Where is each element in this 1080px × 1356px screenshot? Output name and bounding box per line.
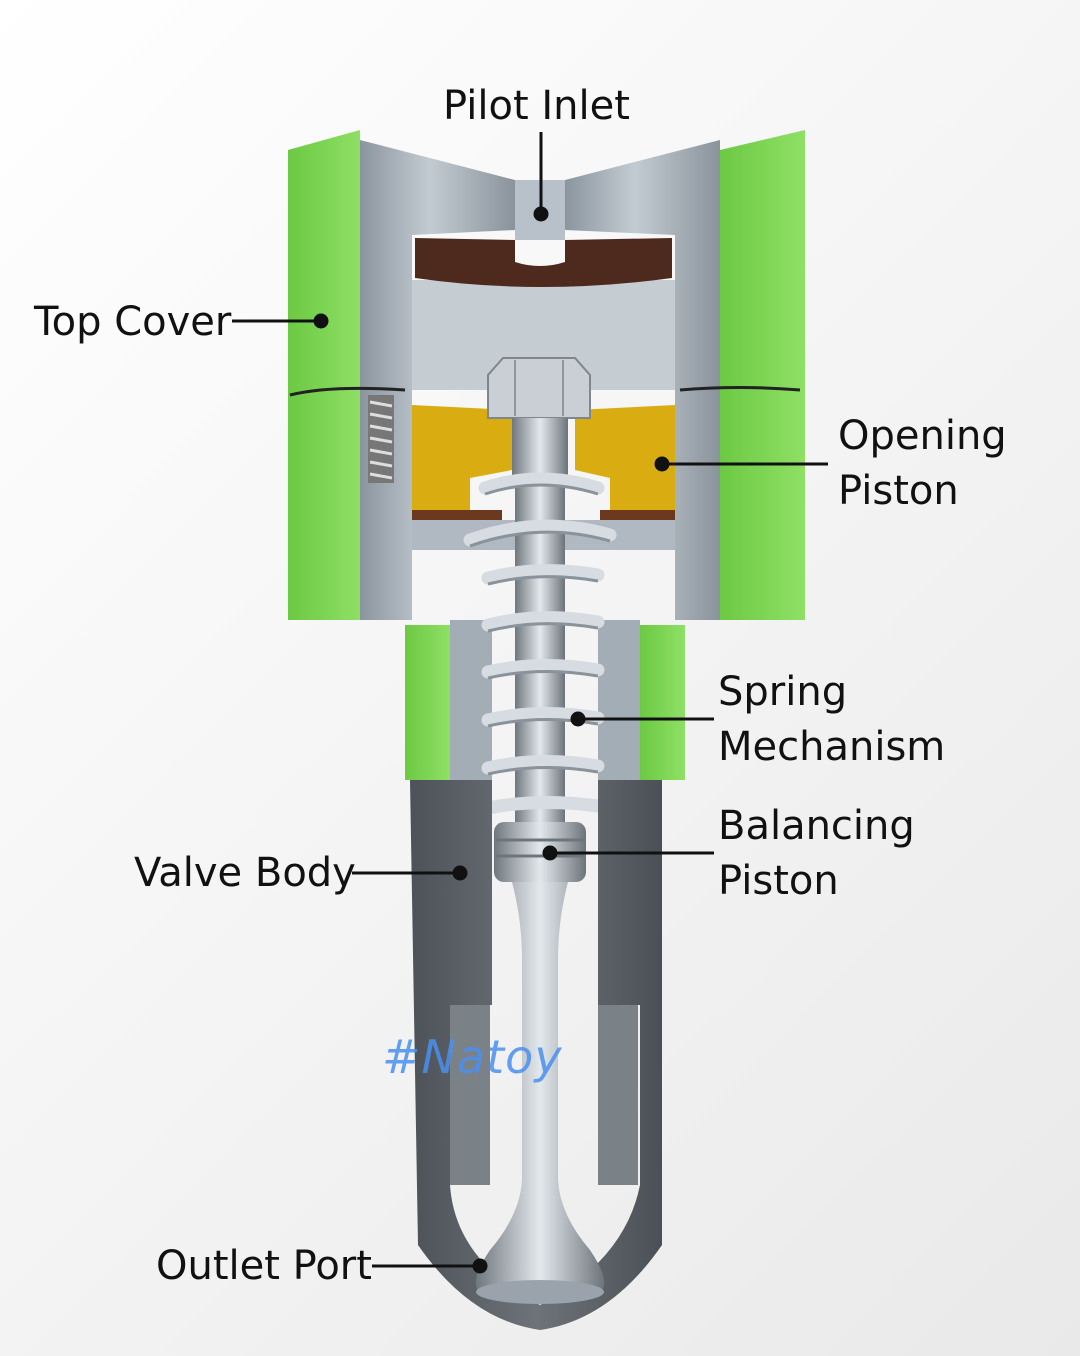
top-cover-part: [288, 130, 805, 780]
label-pilot-inlet: Pilot Inlet: [443, 83, 630, 129]
label-opening-piston-line2: Piston: [838, 468, 959, 514]
threaded-rod: [512, 418, 568, 478]
balancing-piston-part: [494, 822, 586, 882]
main-spring: [463, 472, 617, 823]
hex-nut: [487, 357, 591, 419]
label-opening-piston-line1: Opening: [838, 413, 1007, 459]
watermark-text: #Natoy: [382, 1030, 563, 1084]
leader-lines: [232, 132, 828, 1274]
valve-stem-and-poppet: [475, 882, 605, 1304]
label-spring-line1: Spring: [718, 669, 848, 715]
opening-piston-part: [412, 405, 675, 520]
cover-joint-line: [289, 386, 406, 397]
label-balancing-line1: Balancing: [718, 803, 915, 849]
valve-body-part: [410, 780, 662, 1330]
label-valve-body: Valve Body: [134, 850, 356, 896]
label-outlet-port: Outlet Port: [156, 1243, 372, 1289]
cover-seal: [415, 238, 672, 287]
label-spring-line2: Mechanism: [718, 724, 946, 770]
label-balancing-line2: Piston: [718, 858, 839, 904]
label-top-cover: Top Cover: [34, 299, 232, 345]
side-spring: [368, 395, 394, 483]
